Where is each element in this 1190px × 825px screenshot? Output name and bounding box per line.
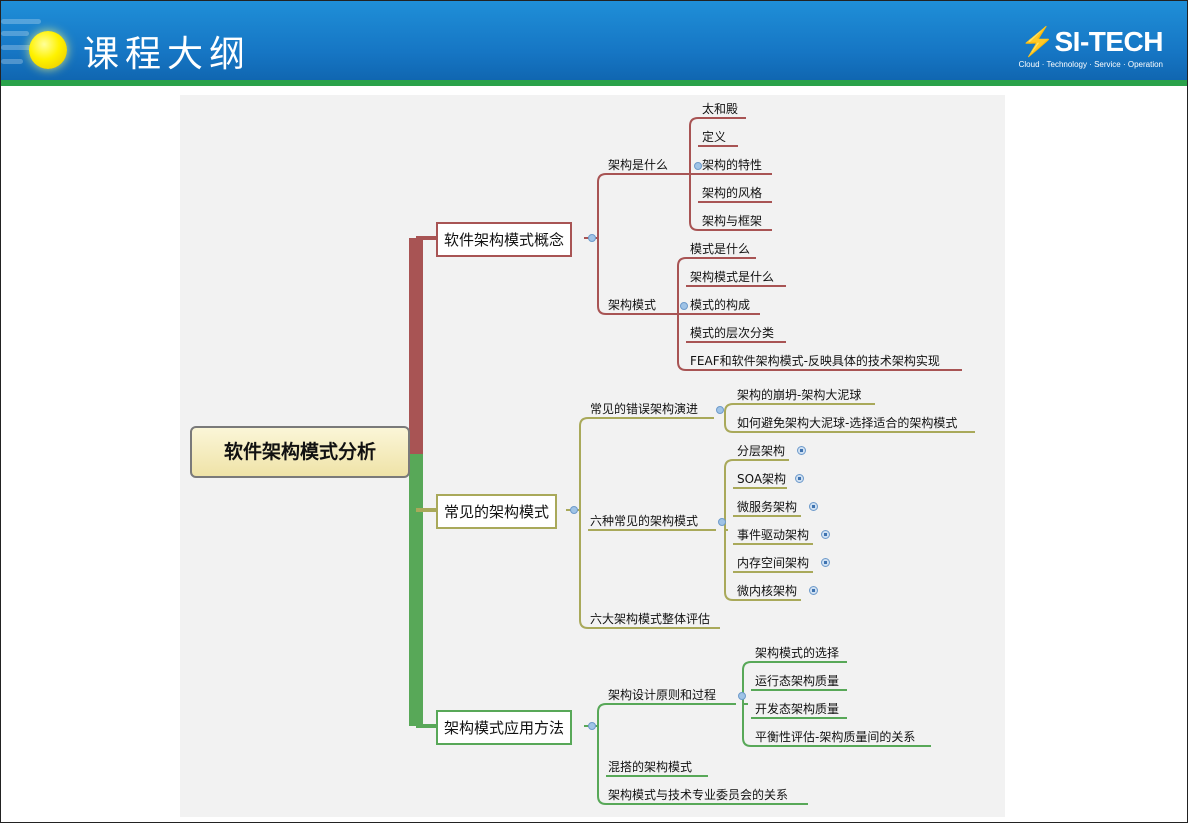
subtopic-2-2-toggle-icon[interactable] bbox=[718, 518, 726, 526]
leaf-3-1-1[interactable]: 架构模式的选择 bbox=[755, 646, 840, 660]
mindmap-root[interactable]: 软件架构模式分析 bbox=[190, 426, 410, 478]
leaf-2-2-5[interactable]: 内存空间架构 bbox=[737, 556, 810, 570]
leaf-2-2-3[interactable]: 微服务架构 bbox=[737, 500, 798, 514]
logo-tagline: Cloud · Technology · Service · Operation bbox=[1018, 60, 1163, 69]
leaf-1-2-2[interactable]: 架构模式是什么 bbox=[690, 270, 775, 284]
leaf-1-1-1[interactable]: 太和殿 bbox=[702, 102, 739, 116]
expand-icon[interactable] bbox=[821, 530, 830, 539]
leaf-1-2-4[interactable]: 模式的层次分类 bbox=[690, 326, 775, 340]
leaf-3-1-4[interactable]: 平衡性评估-架构质量间的关系 bbox=[755, 730, 916, 744]
subtopic-1-2-toggle-icon[interactable] bbox=[680, 302, 688, 310]
subtopic-2-2[interactable]: 六种常见的架构模式 bbox=[590, 514, 699, 528]
leaf-1-1-4[interactable]: 架构的风格 bbox=[702, 186, 763, 200]
subtopic-3-1-toggle-icon[interactable] bbox=[738, 692, 746, 700]
branch-1-toggle-icon[interactable] bbox=[588, 234, 596, 242]
subtopic-2-1-toggle-icon[interactable] bbox=[716, 406, 724, 414]
leaf-1-2-3[interactable]: 模式的构成 bbox=[690, 298, 751, 312]
leaf-2-1-1[interactable]: 架构的崩坍-架构大泥球 bbox=[737, 388, 862, 402]
branch-3-node[interactable]: 架构模式应用方法 bbox=[436, 710, 573, 745]
expand-icon[interactable] bbox=[809, 502, 818, 511]
leaf-2-2-6[interactable]: 微内核架构 bbox=[737, 584, 798, 598]
branch-1-node[interactable]: 软件架构模式概念 bbox=[436, 222, 573, 257]
leaf-1-2-1[interactable]: 模式是什么 bbox=[690, 242, 751, 256]
subtopic-3-1[interactable]: 架构设计原则和过程 bbox=[608, 688, 717, 702]
leaf-1-1-3[interactable]: 架构的特性 bbox=[702, 158, 763, 172]
logo-mark: ⚡SI-TECH bbox=[1020, 26, 1163, 57]
leaf-2-2-1[interactable]: 分层架构 bbox=[737, 444, 786, 458]
slide-header: 课程大纲 ⚡SI-TECH Cloud · Technology · Servi… bbox=[1, 1, 1187, 86]
header-green-band bbox=[1, 80, 1187, 86]
company-logo: ⚡SI-TECH Cloud · Technology · Service · … bbox=[1018, 25, 1164, 69]
leaf-2-2-4[interactable]: 事件驱动架构 bbox=[737, 528, 810, 542]
branch-2-toggle-icon[interactable] bbox=[570, 506, 578, 514]
branch-2-node[interactable]: 常见的架构模式 bbox=[436, 494, 558, 529]
subtopic-1-1-toggle-icon[interactable] bbox=[694, 162, 702, 170]
leaf-1-1-5[interactable]: 架构与框架 bbox=[702, 214, 763, 228]
leaf-2-2-2[interactable]: SOA架构 bbox=[737, 472, 787, 486]
bulb-icon bbox=[29, 31, 67, 69]
subtopic-3-3[interactable]: 架构模式与技术专业委员会的关系 bbox=[608, 788, 789, 802]
expand-icon[interactable] bbox=[809, 586, 818, 595]
subtopic-1-1[interactable]: 架构是什么 bbox=[608, 158, 669, 172]
subtopic-1-2[interactable]: 架构模式 bbox=[608, 298, 657, 312]
leaf-1-2-5[interactable]: FEAF和软件架构模式-反映具体的技术架构实现 bbox=[690, 354, 940, 368]
leaf-2-1-2[interactable]: 如何避免架构大泥球-选择适合的架构模式 bbox=[737, 416, 958, 430]
leaf-3-1-3[interactable]: 开发态架构质量 bbox=[755, 702, 840, 716]
expand-icon[interactable] bbox=[821, 558, 830, 567]
subtopic-3-2[interactable]: 混搭的架构模式 bbox=[608, 760, 693, 774]
leaf-1-1-2[interactable]: 定义 bbox=[702, 130, 727, 144]
branch-3-toggle-icon[interactable] bbox=[588, 722, 596, 730]
page-title: 课程大纲 bbox=[83, 34, 252, 75]
subtopic-2-1[interactable]: 常见的错误架构演进 bbox=[590, 402, 699, 416]
leaf-3-1-2[interactable]: 运行态架构质量 bbox=[755, 674, 840, 688]
expand-icon[interactable] bbox=[795, 474, 804, 483]
subtopic-2-3[interactable]: 六大架构模式整体评估 bbox=[590, 612, 711, 626]
expand-icon[interactable] bbox=[797, 446, 806, 455]
